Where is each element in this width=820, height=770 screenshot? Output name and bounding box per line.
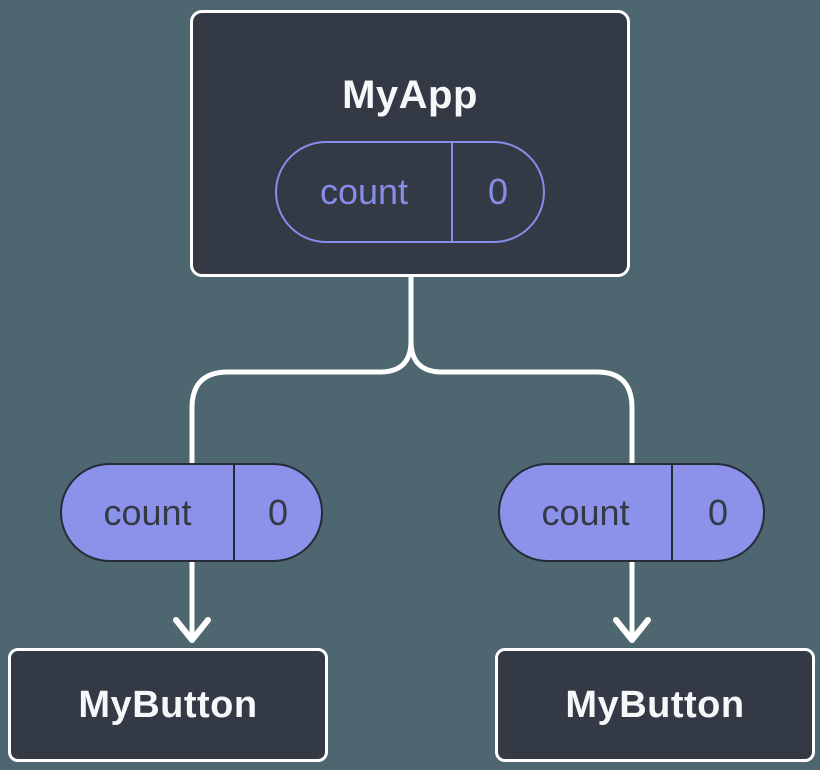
prop-value-label: 0 [707,491,729,533]
node-mybutton-title: MyButton [78,684,258,726]
prop-pill-right: count 0 [498,463,765,562]
arrow-down-icon [173,617,211,643]
prop-name-label: count [103,491,192,533]
pill-divider [233,465,235,560]
node-myapp: MyApp count 0 [190,10,630,277]
connector-right-branch [408,275,635,637]
prop-name-label: count [541,491,630,533]
arrow-down-icon [613,617,651,643]
prop-pill-left: count 0 [60,463,323,562]
node-mybutton-title: MyButton [565,684,745,726]
node-mybutton-right: MyButton [495,648,815,762]
node-mybutton-left: MyButton [8,648,328,762]
prop-value-label: 0 [267,491,289,533]
node-myapp-title: MyApp [342,73,478,117]
pill-divider [451,143,453,241]
connector-left-branch [189,275,414,637]
state-value-label: 0 [487,171,509,212]
state-pill-count: count 0 [275,141,545,243]
state-name-label: count [319,171,409,212]
pill-divider [671,465,673,560]
